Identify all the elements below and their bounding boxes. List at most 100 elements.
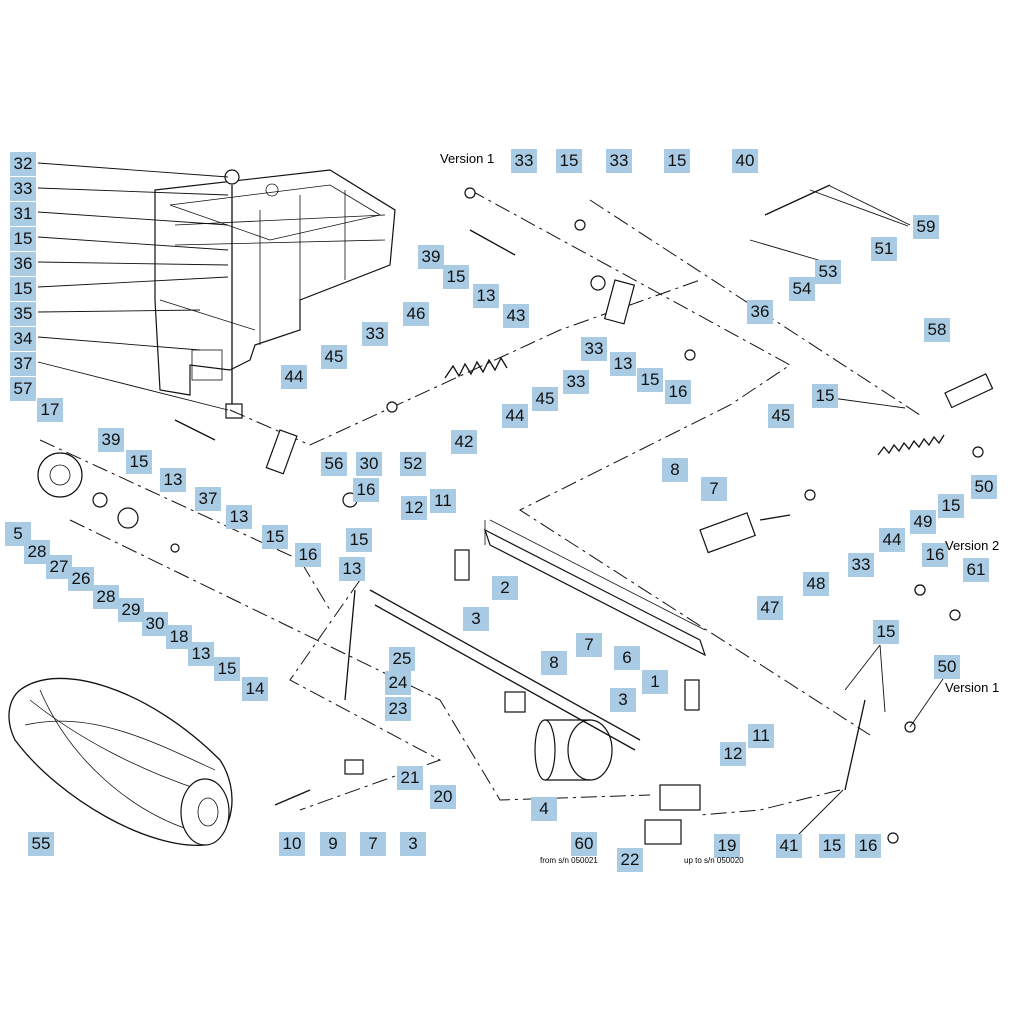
callout-53-44[interactable]: 53 (815, 260, 841, 284)
callout-12-74[interactable]: 12 (401, 496, 427, 520)
callout-29-23[interactable]: 29 (118, 598, 144, 622)
callout-55-29[interactable]: 55 (28, 832, 54, 856)
callout-54-42[interactable]: 54 (789, 277, 815, 301)
callout-28-19[interactable]: 28 (24, 540, 50, 564)
callout-42-49[interactable]: 42 (451, 430, 477, 454)
callout-39-37[interactable]: 39 (418, 245, 444, 269)
callout-41-100[interactable]: 41 (776, 834, 802, 858)
callout-15-12[interactable]: 15 (126, 450, 152, 474)
callout-15-57[interactable]: 15 (637, 368, 663, 392)
callout-15-60[interactable]: 15 (812, 384, 838, 408)
callout-13-39[interactable]: 13 (473, 284, 499, 308)
callout-3-79[interactable]: 3 (463, 607, 489, 631)
callout-33-30[interactable]: 33 (511, 149, 537, 173)
callout-20-91[interactable]: 20 (430, 785, 456, 809)
callout-13-15[interactable]: 13 (226, 505, 252, 529)
callout-11-88[interactable]: 11 (748, 724, 774, 748)
callout-57-9[interactable]: 57 (10, 377, 36, 401)
callout-9-94[interactable]: 9 (320, 832, 346, 856)
callout-30-51[interactable]: 30 (356, 452, 382, 476)
callout-7-95[interactable]: 7 (360, 832, 386, 856)
callout-33-32[interactable]: 33 (606, 149, 632, 173)
callout-13-56[interactable]: 13 (610, 352, 636, 376)
callout-15-16[interactable]: 15 (262, 525, 288, 549)
callout-25-83[interactable]: 25 (389, 647, 415, 671)
callout-36-4[interactable]: 36 (10, 252, 36, 276)
callout-15-103[interactable]: 15 (873, 620, 899, 644)
callout-15-63[interactable]: 15 (938, 494, 964, 518)
callout-7-81[interactable]: 7 (576, 633, 602, 657)
callout-35-6[interactable]: 35 (10, 302, 36, 326)
callout-8-80[interactable]: 8 (541, 651, 567, 675)
callout-27-20[interactable]: 27 (46, 555, 72, 579)
callout-33-55[interactable]: 33 (563, 370, 589, 394)
callout-15-31[interactable]: 15 (556, 149, 582, 173)
callout-8-65[interactable]: 8 (662, 458, 688, 482)
callout-13-26[interactable]: 13 (188, 642, 214, 666)
callout-17-10[interactable]: 17 (37, 398, 63, 422)
callout-50-64[interactable]: 50 (971, 475, 997, 499)
callout-1-86[interactable]: 1 (642, 670, 668, 694)
callout-45-54[interactable]: 45 (532, 387, 558, 411)
callout-2-78[interactable]: 2 (492, 576, 518, 600)
callout-58-59[interactable]: 58 (924, 318, 950, 342)
callout-31-2[interactable]: 31 (10, 202, 36, 226)
callout-56-50[interactable]: 56 (321, 452, 347, 476)
callout-15-33[interactable]: 15 (664, 149, 690, 173)
callout-49-62[interactable]: 49 (910, 510, 936, 534)
callout-40-34[interactable]: 40 (732, 149, 758, 173)
callout-50-104[interactable]: 50 (934, 655, 960, 679)
callout-19-99[interactable]: 19 (714, 834, 740, 858)
callout-51-36[interactable]: 51 (871, 237, 897, 261)
callout-37-14[interactable]: 37 (195, 487, 221, 511)
callout-16-73[interactable]: 16 (353, 478, 379, 502)
callout-16-17[interactable]: 16 (295, 543, 321, 567)
callout-33-1[interactable]: 33 (10, 177, 36, 201)
callout-24-84[interactable]: 24 (385, 671, 411, 695)
callout-36-43[interactable]: 36 (747, 300, 773, 324)
callout-52-52[interactable]: 52 (400, 452, 426, 476)
callout-13-77[interactable]: 13 (339, 557, 365, 581)
callout-14-28[interactable]: 14 (242, 677, 268, 701)
callout-39-11[interactable]: 39 (98, 428, 124, 452)
callout-45-61[interactable]: 45 (768, 404, 794, 428)
callout-26-21[interactable]: 26 (68, 567, 94, 591)
callout-44-48[interactable]: 44 (281, 365, 307, 389)
callout-15-3[interactable]: 15 (10, 227, 36, 251)
callout-18-25[interactable]: 18 (166, 625, 192, 649)
callout-61-72[interactable]: 61 (963, 558, 989, 582)
callout-43-40[interactable]: 43 (503, 304, 529, 328)
callout-37-8[interactable]: 37 (10, 352, 36, 376)
callout-15-38[interactable]: 15 (443, 265, 469, 289)
callout-3-96[interactable]: 3 (400, 832, 426, 856)
callout-21-90[interactable]: 21 (397, 766, 423, 790)
callout-10-93[interactable]: 10 (279, 832, 305, 856)
callout-30-24[interactable]: 30 (142, 612, 168, 636)
callout-22-98[interactable]: 22 (617, 848, 643, 872)
callout-15-5[interactable]: 15 (10, 277, 36, 301)
callout-15-101[interactable]: 15 (819, 834, 845, 858)
callout-60-97[interactable]: 60 (571, 832, 597, 856)
callout-3-87[interactable]: 3 (610, 688, 636, 712)
callout-33-41[interactable]: 33 (581, 337, 607, 361)
callout-16-71[interactable]: 16 (922, 543, 948, 567)
callout-6-82[interactable]: 6 (614, 646, 640, 670)
callout-45-47[interactable]: 45 (321, 345, 347, 369)
callout-28-22[interactable]: 28 (93, 585, 119, 609)
callout-11-75[interactable]: 11 (430, 489, 456, 513)
callout-13-13[interactable]: 13 (160, 468, 186, 492)
callout-16-58[interactable]: 16 (665, 380, 691, 404)
callout-32-0[interactable]: 32 (10, 152, 36, 176)
callout-12-89[interactable]: 12 (720, 742, 746, 766)
callout-7-66[interactable]: 7 (701, 477, 727, 501)
callout-16-102[interactable]: 16 (855, 834, 881, 858)
callout-34-7[interactable]: 34 (10, 327, 36, 351)
callout-33-46[interactable]: 33 (362, 322, 388, 346)
callout-33-68[interactable]: 33 (848, 553, 874, 577)
callout-44-67[interactable]: 44 (879, 528, 905, 552)
callout-4-92[interactable]: 4 (531, 797, 557, 821)
callout-44-53[interactable]: 44 (502, 404, 528, 428)
callout-46-45[interactable]: 46 (403, 302, 429, 326)
callout-59-35[interactable]: 59 (913, 215, 939, 239)
callout-47-70[interactable]: 47 (757, 596, 783, 620)
